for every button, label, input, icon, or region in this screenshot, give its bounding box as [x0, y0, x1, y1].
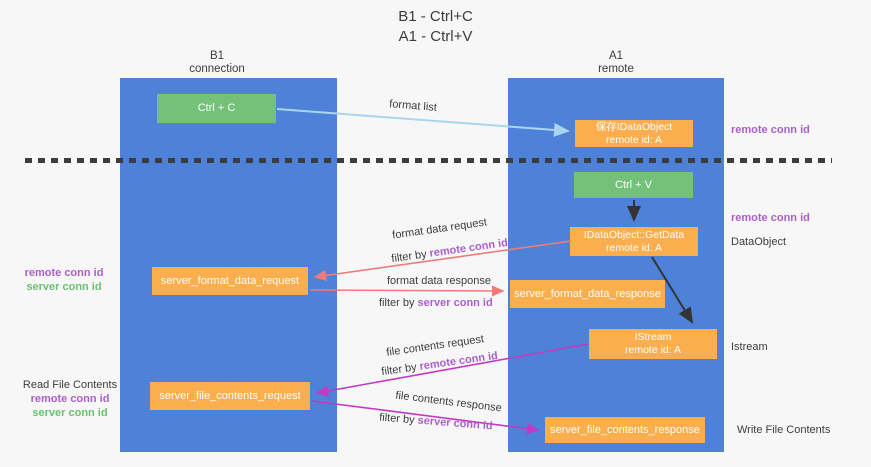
- label-format-data-request: format data request: [391, 216, 488, 242]
- filter-by-prefix-3: filter by: [380, 360, 421, 379]
- title-line-1: B1 - Ctrl+C: [398, 8, 473, 25]
- filter-by-prefix-1: filter by: [390, 247, 431, 266]
- node-istream-line1: IStream: [634, 331, 672, 343]
- annotation-remote-conn-id-left1: remote conn id: [24, 267, 104, 279]
- label-filter-by-server-1: filter by server conn id: [379, 297, 493, 310]
- node-istream-line2: remote id: A: [624, 344, 682, 356]
- title-line-2: A1 - Ctrl+V: [398, 28, 473, 45]
- column-header-a1-role: remote: [598, 63, 634, 75]
- label-format-list: format list: [388, 98, 438, 114]
- node-ctrl-v: Ctrl + V: [574, 172, 693, 198]
- column-header-b1: B1 connection: [157, 50, 277, 76]
- annotation-server-conn-id-left1: server conn id: [26, 281, 102, 293]
- filter-by-prefix-2: filter by: [379, 297, 418, 309]
- annotation-istream: Istream: [731, 341, 768, 353]
- column-header-b1-name: B1: [209, 50, 225, 62]
- node-server-format-data-response-label: server_format_data_response: [514, 287, 661, 300]
- node-ctrl-c: Ctrl + C: [157, 94, 276, 123]
- node-getdata-line1: IDataObject::GetData: [583, 228, 685, 241]
- annotation-dataobject: DataObject: [731, 236, 787, 248]
- filter-by-id-2: server conn id: [417, 297, 493, 309]
- label-filter-by-remote-1: filter by remote conn id: [391, 237, 509, 266]
- column-header-b1-role: connection: [189, 63, 245, 75]
- annotation-conn-ids-format: remote conn id server conn id: [16, 266, 112, 294]
- node-idataobject-getdata: IDataObject::GetData remote id: A: [570, 227, 698, 256]
- annotation-server-conn-id-left2: server conn id: [32, 407, 108, 419]
- arrow-format-data-response: [309, 285, 505, 297]
- node-ctrl-c-label: Ctrl + C: [197, 102, 236, 114]
- annotation-read-file-contents-block: Read File Contents remote conn id server…: [20, 378, 120, 420]
- column-header-a1-name: A1: [608, 50, 624, 62]
- annotation-write-file-contents: Write File Contents: [737, 424, 831, 436]
- filter-by-id-1: remote conn id: [428, 236, 509, 260]
- node-ctrl-v-label: Ctrl + V: [615, 178, 652, 191]
- annotation-read-file-contents: Read File Contents: [22, 379, 118, 391]
- node-server-format-data-response: server_format_data_response: [510, 280, 665, 308]
- label-file-contents-response: file contents response: [394, 389, 503, 415]
- dashed-separator: [25, 158, 832, 163]
- annotation-remote-conn-id-left2: remote conn id: [30, 393, 110, 405]
- node-server-format-data-request-label: server_format_data_request: [160, 274, 300, 287]
- filter-by-prefix-4: filter by: [378, 411, 419, 427]
- column-header-a1: A1 remote: [556, 50, 676, 76]
- node-server-file-contents-response: server_file_contents_response: [545, 417, 705, 443]
- annotation-remote-conn-id-top: remote conn id: [731, 124, 810, 136]
- node-server-file-contents-request: server_file_contents_request: [150, 382, 310, 410]
- filter-by-id-4: server conn id: [417, 414, 494, 433]
- node-save-idataobject: 保存IDataObject remote id: A: [575, 120, 693, 147]
- node-server-file-contents-response-label: server_file_contents_response: [550, 423, 700, 436]
- label-filter-by-server-2: filter by server conn id: [379, 412, 493, 434]
- node-getdata-line2: remote id: A: [605, 241, 663, 254]
- label-format-data-response: format data response: [387, 275, 491, 287]
- node-save-idataobject-line1: 保存IDataObject: [595, 120, 673, 133]
- node-istream: IStream remote id: A: [589, 329, 717, 359]
- node-server-format-data-request: server_format_data_request: [152, 267, 308, 295]
- diagram-title: B1 - Ctrl+C A1 - Ctrl+V: [0, 7, 871, 47]
- node-server-file-contents-request-label: server_file_contents_request: [159, 389, 301, 402]
- node-save-idataobject-line2: remote id: A: [605, 133, 663, 146]
- annotation-remote-conn-id-mid: remote conn id: [731, 212, 810, 224]
